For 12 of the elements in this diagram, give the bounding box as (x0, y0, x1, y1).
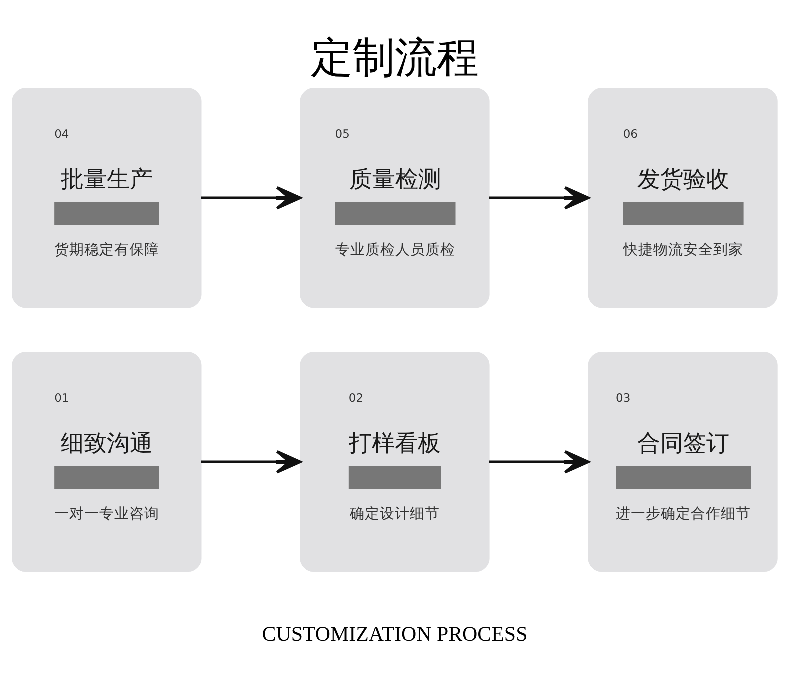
node-box: 06 发货验收 快捷物流安全到家 (588, 88, 778, 308)
node-box: 02 打样看板 确定设计细节 (300, 352, 490, 572)
node-box: 03 合同签订 进一步确定合作细节 (588, 352, 778, 572)
arrow (201, 186, 302, 210)
arrow (489, 450, 590, 474)
label: CUSTOMIZATION PROCESS (262, 622, 528, 646)
node-box: 05 质量检测 专业质检人员质检 (300, 88, 490, 308)
diagram-title: 定制流程 (311, 32, 479, 82)
arrow (489, 186, 590, 210)
arrow (201, 450, 302, 474)
node-box: 01 细致沟通 一对一专业咨询 (12, 352, 202, 572)
node-box: 04 批量生产 货期稳定有保障 (12, 88, 202, 308)
